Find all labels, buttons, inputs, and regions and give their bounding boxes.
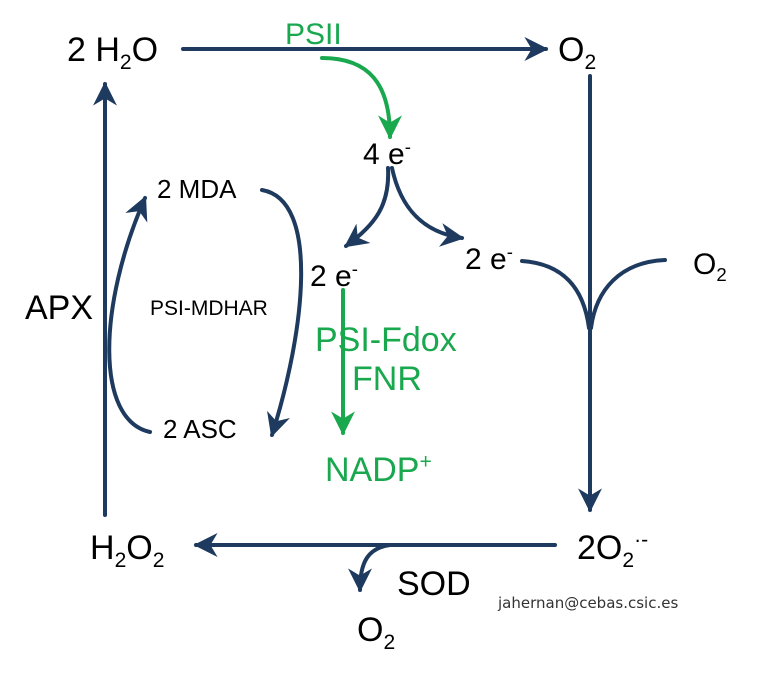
arrow-oxygen-join — [589, 258, 667, 330]
psi-mdhar-label: PSI-MDHAR — [150, 297, 268, 320]
electrons-4-label: 4 e- — [363, 136, 411, 171]
arrow-2e-to-superoxide — [520, 259, 591, 330]
fnr-label: FNR — [352, 360, 422, 398]
author-credit: jahernan@cebas.csic.es — [498, 594, 679, 612]
arrow-mda-to-asc — [260, 188, 304, 438]
psi-fdox-label: PSI-Fdox — [315, 321, 457, 359]
apx-label: APX — [25, 289, 94, 327]
nadp-label: NADP+ — [325, 450, 432, 489]
arrow-4e-to-2e-left — [344, 166, 391, 248]
mda-label: 2 MDA — [157, 174, 237, 204]
electrons-2-right-label: 2 e- — [465, 241, 513, 276]
oxygen-top-label: O2 — [558, 31, 597, 74]
sod-label: SOD — [397, 565, 471, 603]
arrow-4e-to-2e-right — [390, 166, 465, 247]
oxygen-bottom-label: O2 — [357, 611, 396, 654]
oxygen-right-label: O2 — [693, 248, 727, 285]
superoxide-label: 2O2·- — [577, 528, 649, 572]
arrow-psii-to-4e — [320, 56, 402, 140]
water-top-label: 2 H2O — [67, 31, 159, 74]
psii-label: PSII — [285, 18, 342, 51]
electrons-2-left-label: 2 e- — [310, 258, 358, 293]
asc-label: 2 ASC — [163, 414, 237, 444]
arrow-sod-to-oxygen — [348, 543, 392, 593]
arrow-asc-to-mda — [107, 195, 152, 434]
h2o2-label: H2O2 — [90, 529, 165, 572]
